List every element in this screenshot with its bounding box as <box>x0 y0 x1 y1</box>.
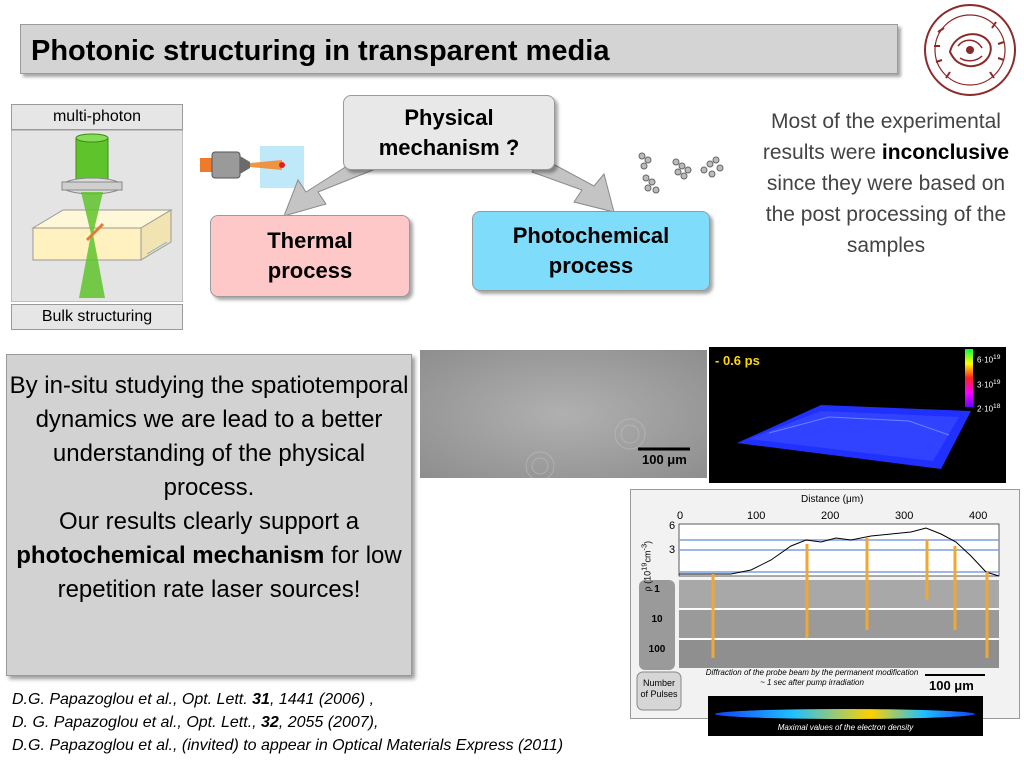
profile-scale-label: 100 μm <box>929 678 974 693</box>
y-label-part: ) <box>642 540 653 544</box>
pulses-caption-line: Number <box>642 678 675 688</box>
pulse-labels: 1 10 100 <box>639 584 675 674</box>
insitu-text-3: for low repetition rate laser sources! <box>57 542 402 603</box>
y-tick: 6 <box>669 520 676 532</box>
insitu-bold: photochemical mechanism <box>16 542 325 569</box>
density-time-label: - 0.6 ps <box>715 353 760 368</box>
micrograph-image <box>420 350 707 478</box>
thermal-line-1: Thermal <box>267 228 353 253</box>
profile-scale-bar <box>925 674 985 676</box>
conclusion-bold: inconclusive <box>881 141 1010 164</box>
profile-y-ticks: 6 3 <box>669 520 675 556</box>
profile-caption: Diffraction of the probe beam by the per… <box>687 668 937 688</box>
electron-density-plot: - 0.6 ps 6·1019 3·1019 2·1018 <box>709 347 1006 483</box>
colorbar-label-bottom: 2·10 <box>977 404 994 414</box>
conclusion-after: since they were based on the post proces… <box>765 172 1007 257</box>
profile-caption-line: Diffraction of the probe beam by the per… <box>705 668 919 677</box>
ref-volume: 31 <box>252 691 270 708</box>
y-label-part: cm <box>642 550 653 563</box>
ref-text: D. G. Papazoglou et al., Opt. Lett., <box>12 714 262 731</box>
conclusion-before: Most of the experimental results were <box>762 110 1001 164</box>
reference-item: D.G. Papazoglou et al., (invited) to app… <box>12 734 772 757</box>
profile-x-label: Distance (μm) <box>801 494 864 505</box>
reference-item: D. G. Papazoglou et al., Opt. Lett., 32,… <box>12 711 772 734</box>
density-surface <box>737 349 973 469</box>
x-tick: 400 <box>969 510 988 522</box>
insitu-summary-box: By in-situ studying the spatiotemporal d… <box>6 354 412 676</box>
thermal-process-box: Thermal process <box>210 215 410 297</box>
colorbar-exp-top: 19 <box>993 354 1001 361</box>
insitu-text-1: By in-situ studying the spatiotemporal d… <box>9 372 409 501</box>
molecules-icon <box>638 152 724 194</box>
bulk-structuring-illustration <box>11 130 183 302</box>
ref-text: D.G. Papazoglou et al., Opt. Lett. <box>12 691 253 708</box>
reference-item: D.G. Papazoglou et al., Opt. Lett. 31, 1… <box>12 688 772 711</box>
x-tick: 0 <box>677 510 684 522</box>
strip-graphic <box>715 709 975 719</box>
colorbar-exp-mid: 19 <box>993 378 1001 386</box>
profile-graphic <box>636 523 1000 711</box>
density-colorbar-labels: 6·1019 3·1019 2·1018 <box>977 347 1000 421</box>
photo-line-2: process <box>548 253 634 278</box>
physical-line-2: mechanism ? <box>378 134 520 160</box>
x-tick: 100 <box>747 510 766 522</box>
profile-caption-line: ~ 1 sec after pump irradiation <box>760 678 864 687</box>
title-bar: Photonic structuring in transparent medi… <box>20 24 898 74</box>
insitu-text-2: Our results clearly support a <box>58 508 360 535</box>
colorbar-label-mid: 3·10 <box>977 380 994 390</box>
photochemical-process-box: Photochemical process <box>472 211 710 291</box>
pulse-label: 1 <box>654 584 660 595</box>
strip-caption: Maximal values of the electron density <box>777 723 914 732</box>
photo-line-1: Photochemical <box>512 223 670 248</box>
y-tick: 3 <box>669 544 676 556</box>
micrograph-scale-label: 100 μm <box>642 452 687 467</box>
max-density-strip: Maximal values of the electron density <box>708 696 983 736</box>
y-label-exp: 19 <box>639 562 649 571</box>
references: D.G. Papazoglou et al., Opt. Lett. 31, 1… <box>12 688 772 757</box>
conclusion-text: Most of the experimental results were in… <box>756 106 1016 261</box>
thermal-line-2: process <box>267 258 353 283</box>
laser-icon <box>200 146 304 188</box>
pulse-label: 100 <box>648 644 666 655</box>
colorbar-label-top: 6·10 <box>977 355 994 365</box>
colorbar-exp-bottom: 18 <box>993 403 1001 411</box>
pulse-label: 10 <box>651 614 663 625</box>
pulses-caption-line: of Pulses <box>640 689 678 699</box>
pulses-caption: Number of Pulses <box>637 678 681 700</box>
profile-y-label: ρ (1019cm-3) <box>640 502 653 592</box>
university-seal-icon <box>924 4 1016 96</box>
density-profile-panel: Distance (μm) 0 100 200 300 400 6 3 ρ (1… <box>630 489 1020 719</box>
physical-line-1: Physical <box>404 104 494 130</box>
ref-volume: 32 <box>261 714 279 731</box>
y-label-exp: -3 <box>639 543 649 551</box>
x-tick: 300 <box>895 510 914 522</box>
ref-text: , 1441 (2006) , <box>269 691 375 708</box>
slide-title: Photonic structuring in transparent medi… <box>31 35 610 67</box>
x-tick: 200 <box>821 510 840 522</box>
bulk-structuring-label: Bulk structuring <box>11 304 183 330</box>
profile-x-ticks: 0 100 200 300 400 <box>631 510 1021 524</box>
ref-text: , 2055 (2007), <box>278 714 379 731</box>
multiphoton-label: multi-photon <box>11 104 183 130</box>
ref-text: D.G. Papazoglou et al., (invited) to app… <box>12 737 564 754</box>
physical-mechanism-box: Physical mechanism ? <box>343 95 555 170</box>
